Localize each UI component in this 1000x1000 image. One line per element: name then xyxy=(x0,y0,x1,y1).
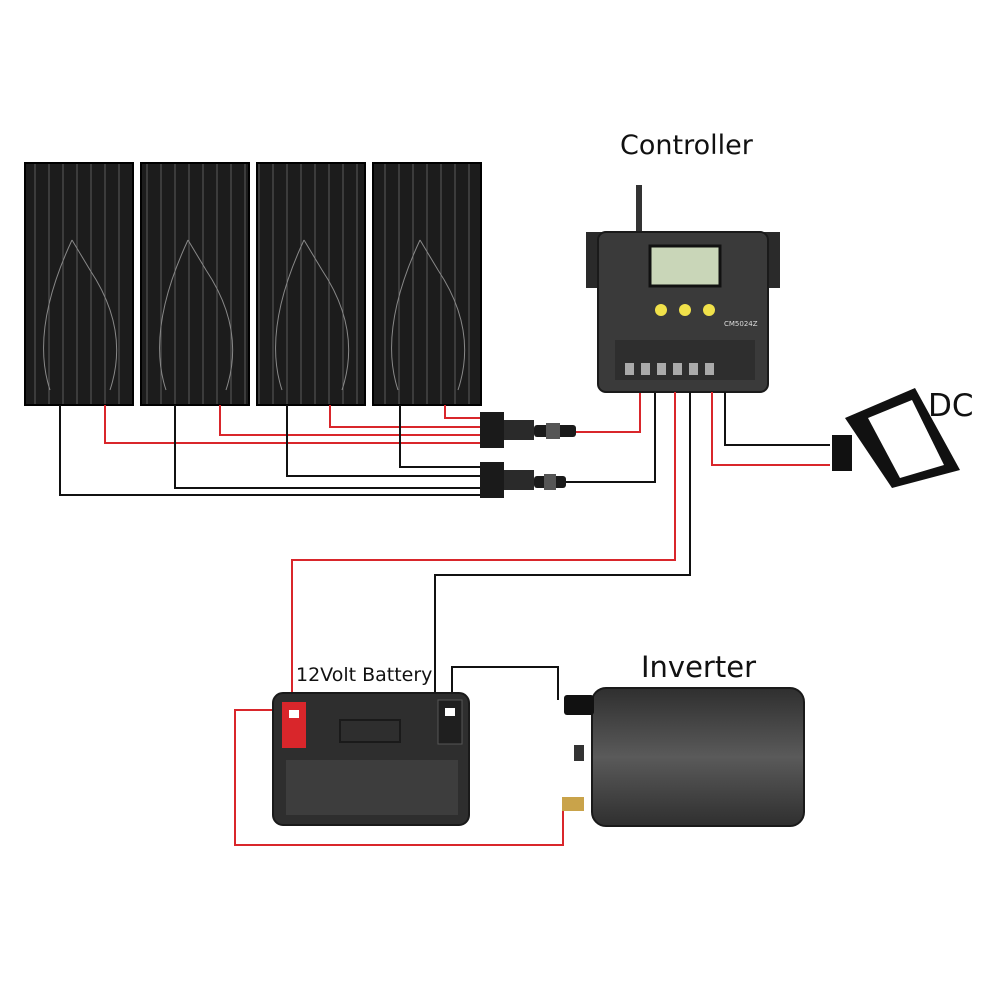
dc-label: DC xyxy=(928,388,974,424)
battery-label: 12Volt Battery xyxy=(296,664,433,686)
mc4-connector-positive xyxy=(480,412,576,448)
solar-panel-2 xyxy=(140,162,250,406)
mc4-connector-negative xyxy=(480,462,566,498)
controller-model-label: CM5024Z xyxy=(724,320,758,328)
battery-wires xyxy=(234,392,691,846)
lamp-icon xyxy=(832,388,960,488)
charge-controller: CM5024Z xyxy=(586,185,780,393)
negative-panel-wires xyxy=(59,392,656,496)
positive-panel-wires xyxy=(104,392,641,444)
controller-label: Controller xyxy=(620,130,753,161)
inverter-label: Inverter xyxy=(641,650,756,684)
inverter-icon xyxy=(562,687,805,827)
solar-panel-3 xyxy=(256,162,366,406)
solar-panel-4 xyxy=(372,162,482,406)
dc-load-wires xyxy=(711,392,830,466)
solar-panel-1 xyxy=(24,162,134,406)
battery-icon xyxy=(272,692,470,826)
solar-panels xyxy=(24,162,482,406)
